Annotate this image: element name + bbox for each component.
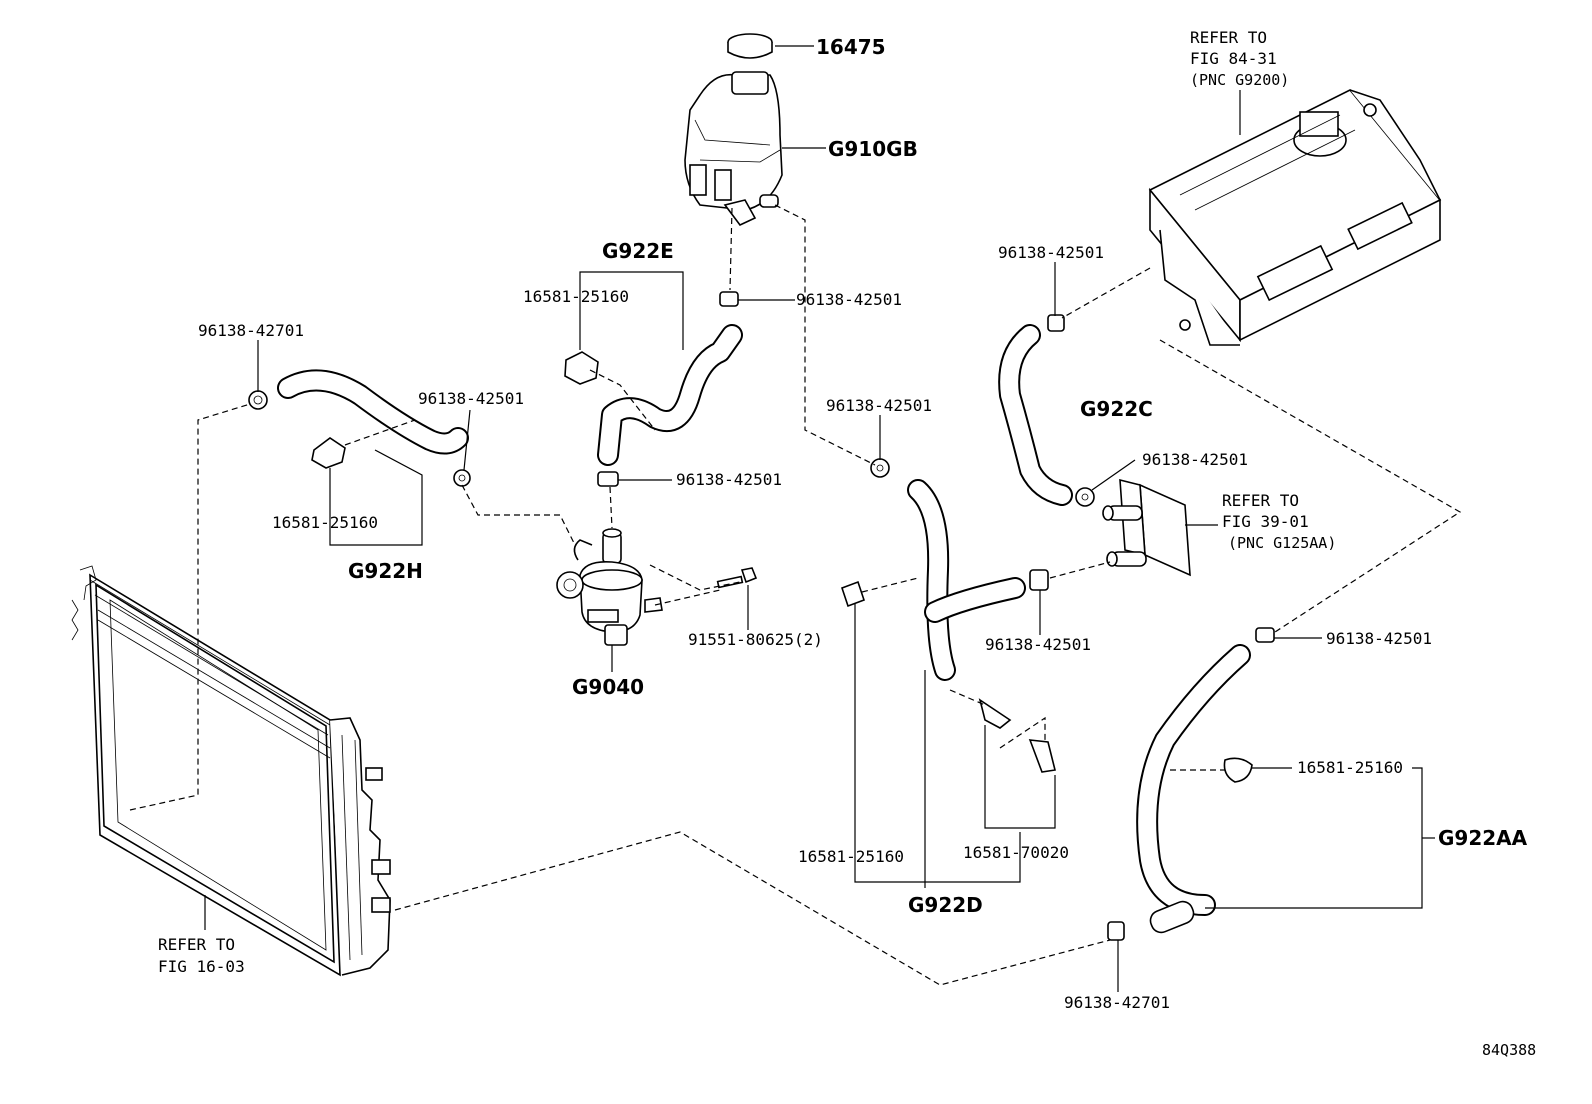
- ref-inverter-line3: (PNC G9200): [1190, 71, 1289, 89]
- label-reservoir: G910GB: [828, 137, 918, 161]
- label-clip-aa: 16581-25160: [1297, 758, 1403, 777]
- ref-radiator-line1: REFER TO: [158, 935, 235, 954]
- label-hose-g922e: G922E: [602, 239, 674, 263]
- ref-oilcooler-line1: REFER TO: [1222, 491, 1299, 510]
- hose-clip-icon: [311, 351, 1253, 783]
- hose-g922e: [597, 324, 743, 466]
- ref-oilcooler-line3: (PNC G125AA): [1228, 534, 1336, 552]
- label-cap: 16475: [816, 35, 886, 59]
- label-clamp-mid: 96138-42501: [826, 396, 932, 415]
- label-hose-g922h: G922H: [348, 559, 423, 583]
- label-clamp-oc2: 96138-42501: [985, 635, 1091, 654]
- label-clamp-42701-left: 96138-42701: [198, 321, 304, 340]
- ref-radiator-line2: FIG 16-03: [158, 957, 245, 976]
- label-bolt: 91551-80625(2): [688, 630, 823, 649]
- label-clamp-aa: 96138-42501: [1326, 629, 1432, 648]
- label-clamp-reservoir: 96138-42501: [796, 290, 902, 309]
- label-clamp-42701-right: 96138-42701: [1064, 993, 1170, 1012]
- label-hose-g922aa: G922AA: [1438, 826, 1528, 850]
- hose-g922d: [907, 479, 1026, 681]
- label-hose-g922d: G922D: [908, 893, 983, 917]
- diagram-id: 84Q388: [1482, 1041, 1536, 1059]
- dashed-guides: [129, 204, 1462, 986]
- labels: 16475 G910GB G922E 16581-25160 96138-425…: [158, 28, 1536, 1059]
- label-clamp-g922h: 96138-42501: [418, 389, 524, 408]
- label-hose-g922c: G922C: [1080, 397, 1153, 421]
- hose-clamp-icon: [248, 291, 1275, 941]
- label-clamp-pump: 96138-42501: [676, 470, 782, 489]
- label-clip-d2: 16581-70020: [963, 843, 1069, 862]
- water-pump: [556, 528, 663, 646]
- label-clip-e: 16581-25160: [523, 287, 629, 306]
- bolt: [716, 567, 758, 589]
- ref-inverter-line1: REFER TO: [1190, 28, 1267, 47]
- ref-inverter-line2: FIG 84-31: [1190, 49, 1277, 68]
- oil-cooler: [1102, 478, 1191, 577]
- hose-g922h: [277, 369, 469, 455]
- reservoir-tank: [684, 33, 783, 226]
- inverter-assembly: [1148, 88, 1442, 346]
- leader-lines: [204, 45, 1435, 992]
- label-clip-h: 16581-25160: [272, 513, 378, 532]
- label-clip-d: 16581-25160: [798, 847, 904, 866]
- radiator: [71, 565, 391, 977]
- label-pump: G9040: [572, 675, 644, 699]
- label-clamp-oc1: 96138-42501: [1142, 450, 1248, 469]
- hose-g922aa: [1136, 644, 1251, 934]
- ref-oilcooler-line2: FIG 39-01: [1222, 512, 1309, 531]
- label-clamp-inverter: 96138-42501: [998, 243, 1104, 262]
- hose-g922c: [998, 324, 1073, 506]
